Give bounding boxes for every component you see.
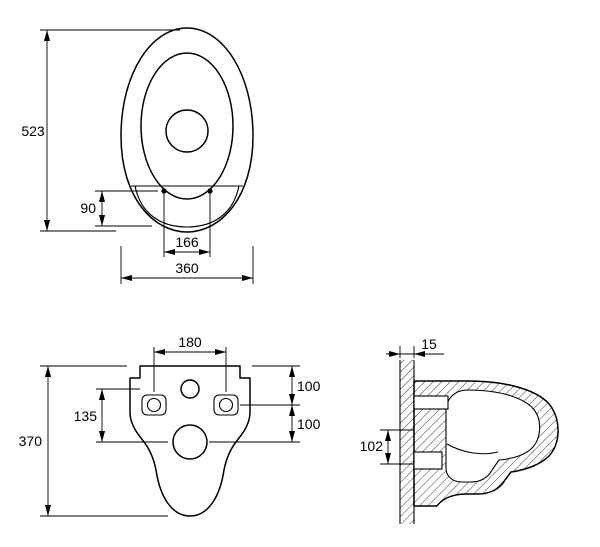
side-view: 15 102 (360, 336, 559, 524)
top-view-bowl-outline (120, 27, 254, 233)
dim-top-to-bolt: 100 (240, 365, 321, 406)
rear-view-bolt-plate-right (213, 394, 239, 416)
dim-bolt-to-drain: 100 (209, 405, 321, 443)
rear-view-bolt-plate-left (141, 394, 167, 416)
dim-bolt-spacing-rear: 180 (153, 334, 227, 392)
rear-view-body-outline (129, 365, 251, 517)
rear-view-drain-hole (172, 424, 208, 460)
top-view: 523 90 166 360 (21, 27, 254, 284)
top-view-rear-rim-line (134, 185, 240, 228)
side-view-drain-dim-label: 102 (360, 438, 384, 454)
rear-view-bolt-hole-right (218, 397, 234, 413)
dim-bolt-spacing-top: 166 (163, 188, 211, 257)
top-view-flush-hole (165, 109, 209, 153)
rear-view-height-dim-label: 370 (19, 433, 43, 449)
wall-section-hatch (400, 360, 414, 524)
dim-bolt-to-rear: 90 (80, 190, 158, 227)
side-view-outlet-channel (413, 451, 443, 470)
side-view-trap-line (446, 443, 499, 455)
top-view-width-dim-label: 360 (175, 260, 199, 276)
top-view-bolt-spacing-dim-label: 166 (175, 234, 199, 250)
rear-view-bolt-drain-dim-label: 100 (297, 416, 321, 432)
side-view-wall-gap-dim-label: 15 (421, 336, 437, 352)
dim-inlet-to-drain: 135 (74, 388, 168, 443)
side-view-bowl-cavity (445, 389, 541, 483)
side-view-inlet-channel (413, 395, 449, 410)
dim-height: 370 (19, 365, 168, 517)
rear-view-bolt-spacing-dim-label: 180 (178, 334, 202, 350)
top-view-depth-dim-label: 523 (21, 123, 45, 139)
rear-view-inlet-drain-dim-label: 135 (74, 408, 98, 424)
rear-view-top-bolt-dim-label: 100 (297, 378, 321, 394)
top-view-seat-opening (140, 52, 234, 200)
dim-wall-gap: 15 (386, 336, 444, 358)
dim-width: 360 (120, 246, 254, 284)
dim-total-depth: 523 (21, 29, 180, 232)
rear-view-inlet-hole (180, 379, 200, 399)
dim-drain-size: 102 (360, 429, 414, 465)
rear-view: 180 370 135 100 100 (19, 334, 321, 517)
rear-view-bolt-hole-left (146, 397, 162, 413)
top-view-bolt-offset-dim-label: 90 (80, 200, 96, 216)
